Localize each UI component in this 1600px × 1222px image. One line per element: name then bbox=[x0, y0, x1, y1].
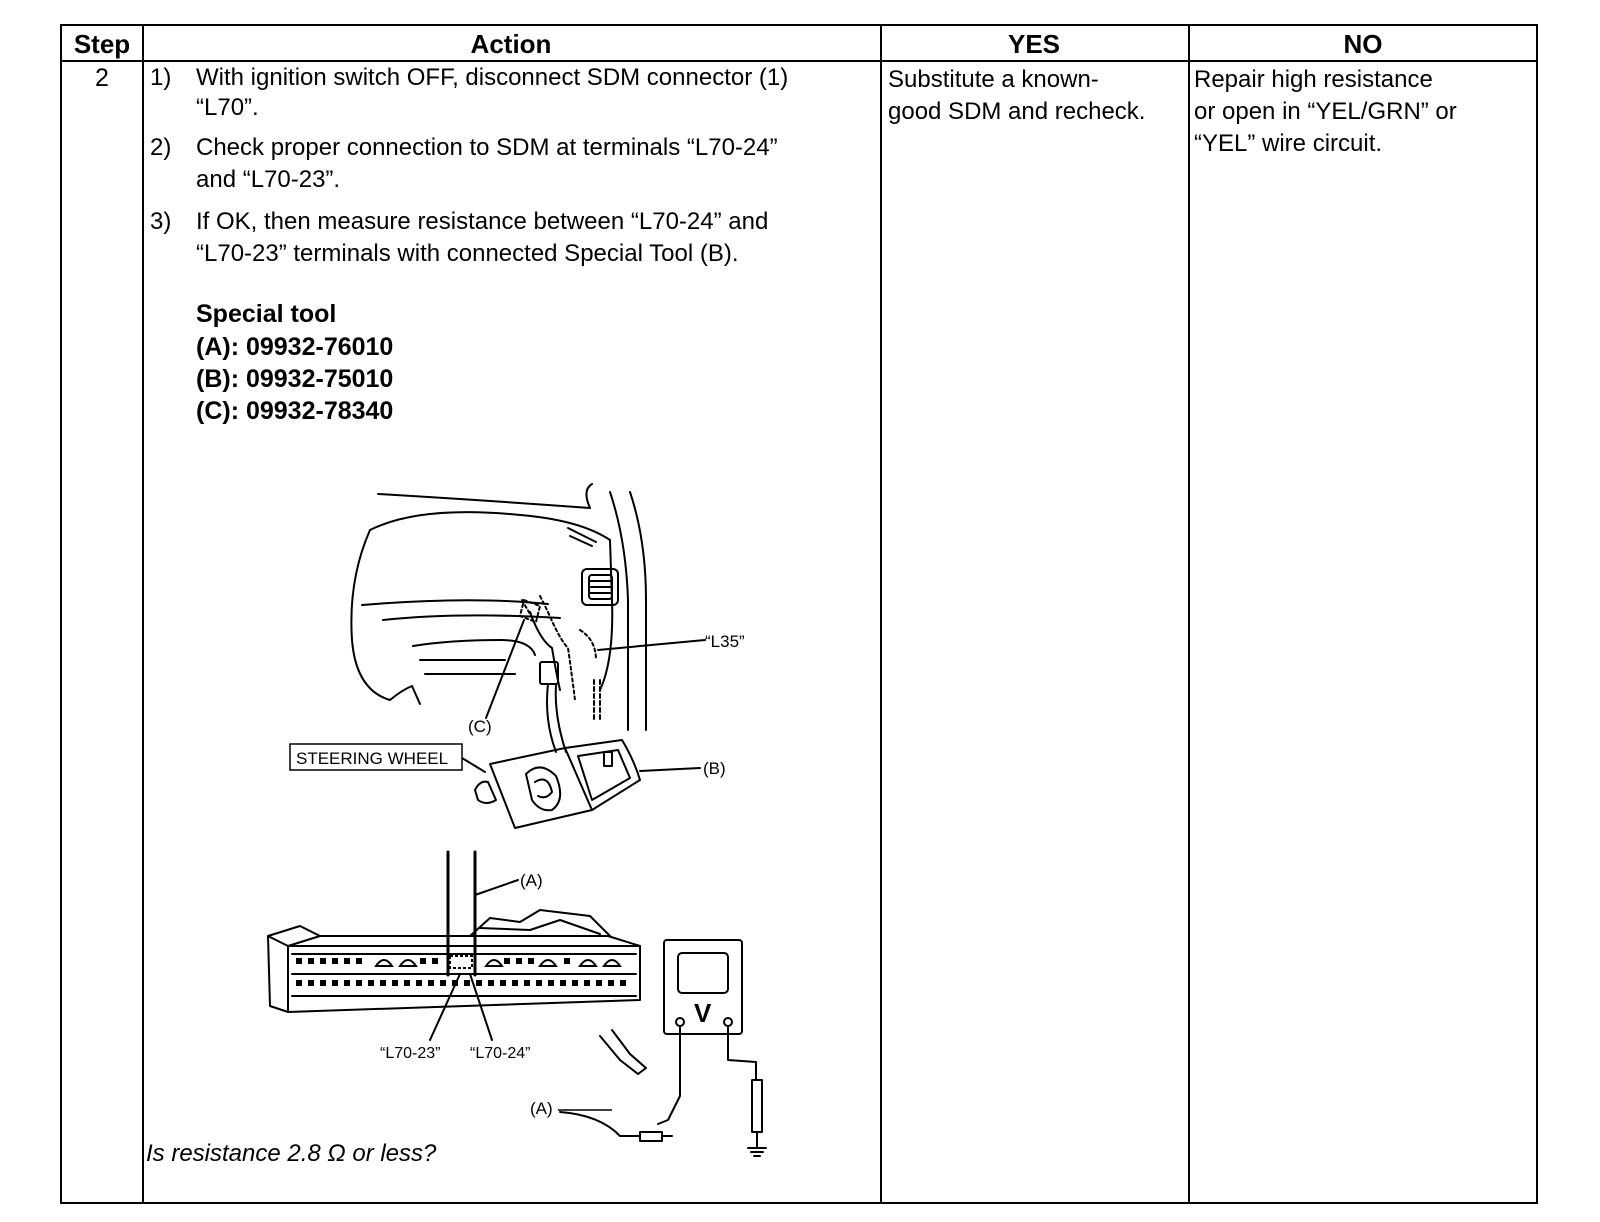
connector-terminals bbox=[296, 958, 626, 986]
probe-a-illustration bbox=[559, 1029, 673, 1142]
label-b: (B) bbox=[703, 759, 726, 778]
action-2-number: 2) bbox=[150, 134, 172, 161]
action-1-line-2: “L70”. bbox=[196, 94, 259, 121]
header-yes: YES bbox=[1007, 29, 1061, 59]
question-text: Is resistance 2.8 Ω or less? bbox=[146, 1140, 437, 1167]
header-action: Action bbox=[470, 29, 552, 59]
label-a-top: (A) bbox=[520, 871, 543, 890]
yes-line-1: Substitute a known- bbox=[888, 66, 1099, 93]
action-3-number: 3) bbox=[150, 208, 172, 235]
no-line-3: “YEL” wire circuit. bbox=[1194, 130, 1383, 157]
header-no: NO bbox=[1343, 29, 1383, 59]
special-tool-b-illustration bbox=[474, 739, 641, 829]
no-line-2: or open in “YEL/GRN” or bbox=[1194, 98, 1457, 125]
yes-line-2: good SDM and recheck. bbox=[888, 98, 1146, 125]
action-3-line-2: “L70-23” terminals with connected Specia… bbox=[196, 240, 739, 267]
action-2-line-2: and “L70-23”. bbox=[196, 166, 341, 193]
header-divider bbox=[62, 60, 1536, 62]
column-divider bbox=[1188, 26, 1190, 1202]
column-divider bbox=[880, 26, 882, 1202]
label-v: V bbox=[694, 998, 712, 1028]
no-line-1: Repair high resistance bbox=[1194, 66, 1433, 93]
special-tool-a: (A): 09932-76010 bbox=[196, 333, 394, 361]
action-1-number: 1) bbox=[150, 64, 172, 91]
label-c: (C) bbox=[468, 717, 492, 736]
special-tool-c: (C): 09932-78340 bbox=[196, 397, 394, 425]
action-2-line-1: Check proper connection to SDM at termin… bbox=[196, 134, 778, 161]
label-steering-wheel: STEERING WHEEL bbox=[296, 749, 448, 768]
action-1-line-1: With ignition switch OFF, disconnect SDM… bbox=[196, 64, 789, 91]
step-number: 2 bbox=[95, 64, 109, 92]
voltmeter-illustration bbox=[657, 939, 767, 1157]
special-tool-b: (B): 09932-75010 bbox=[196, 365, 394, 393]
label-l70-24: “L70-24” bbox=[470, 1045, 530, 1062]
header-step: Step bbox=[73, 29, 131, 59]
column-divider bbox=[142, 26, 144, 1202]
special-tool-title: Special tool bbox=[196, 300, 337, 328]
sdm-connector-illustration bbox=[267, 909, 641, 1013]
dashboard-illustration bbox=[350, 483, 647, 753]
diagnostic-table: Step Action YES NO 2 1) With ignition sw… bbox=[60, 24, 1538, 1204]
label-l35: “L35” bbox=[705, 632, 745, 651]
label-a-bottom: (A) bbox=[530, 1099, 553, 1118]
label-l70-23: “L70-23” bbox=[380, 1045, 440, 1062]
action-3-line-1: If OK, then measure resistance between “… bbox=[196, 208, 769, 235]
